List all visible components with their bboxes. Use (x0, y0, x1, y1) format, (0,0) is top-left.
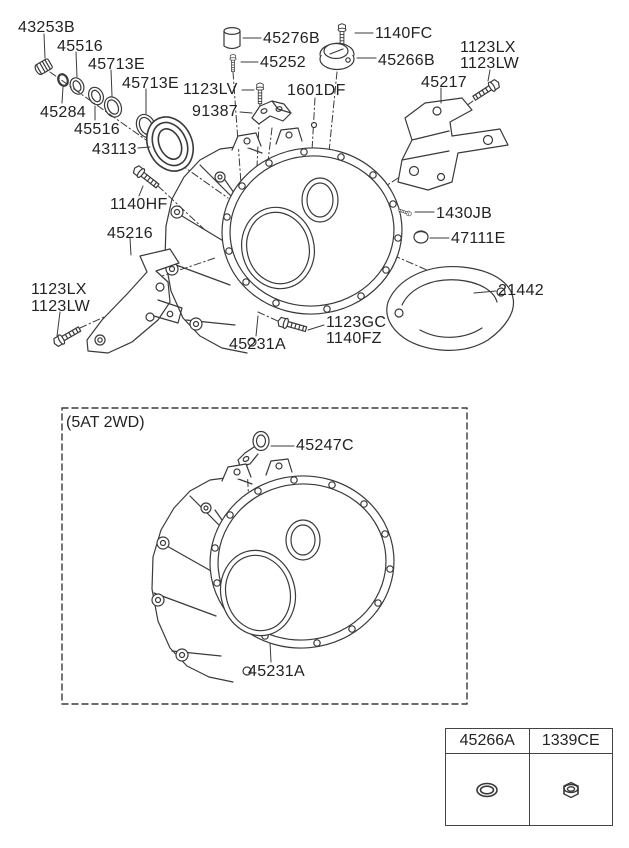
part-label-21442: 21442 (498, 282, 544, 299)
flange-bolt-holes (223, 148, 402, 313)
part-45516-ring-2-drawing (88, 86, 104, 106)
table-column-45266A: 45266A (446, 729, 529, 825)
part-label-45231A-inset: 45231A (248, 663, 305, 680)
table-header-45266A: 45266A (446, 729, 529, 754)
part-label-1123LW-right: 1123LW (460, 55, 520, 72)
part-label-1140FC: 1140FC (375, 25, 433, 42)
part-45217-bracket-drawing (397, 97, 509, 191)
part-label-47111E: 47111E (451, 230, 506, 247)
part-label-45216: 45216 (107, 225, 153, 242)
part-label-45516-1: 45516 (57, 38, 103, 55)
part-21442-shield-drawing (386, 266, 515, 351)
part-label-45247C: 45247C (296, 437, 354, 454)
part-1140HF-bolt-drawing (130, 163, 162, 191)
part-45216-bracket-drawing (86, 248, 183, 354)
part-label-43113: 43113 (92, 141, 137, 158)
part-label-43253B: 43253B (18, 19, 75, 36)
housing-inset-drawing (151, 458, 395, 683)
inset-caption-5at-2wd: (5AT 2WD) (66, 414, 145, 431)
part-1123LX-LW-left-bolt-drawing (51, 323, 83, 349)
part-label-1601DF: 1601DF (287, 82, 346, 99)
part-label-1123LX-right: 1123LX (460, 39, 516, 56)
part-label-1123GC: 1123GC (326, 314, 387, 331)
part-91387-bracket-drawing (251, 100, 292, 125)
part-45252-pin-drawing (229, 53, 237, 72)
part-1123LV-bolt-drawing (255, 82, 265, 105)
part-label-1140FZ: 1140FZ (326, 330, 382, 347)
part-1601DF-point (310, 121, 318, 129)
part-label-1430JB: 1430JB (436, 205, 493, 222)
part-label-45217: 45217 (421, 74, 467, 91)
part-label-1123LV: 1123LV (183, 81, 238, 98)
part-label-45252: 45252 (260, 54, 306, 71)
part-47111E-plug-drawing (413, 230, 429, 244)
part-label-1123LW-left: 1123LW (31, 298, 91, 315)
part-1123GC-1140FZ-bolt-drawing (276, 315, 309, 335)
part-label-1123LX-left: 1123LX (31, 281, 87, 298)
inset-box (61, 407, 468, 705)
o-ring-icon (476, 782, 499, 797)
part-45276B-cylinder-drawing (223, 27, 241, 50)
part-label-45284: 45284 (40, 104, 86, 121)
part-label-45276B: 45276B (263, 30, 320, 47)
table-cell-1339CE (530, 754, 613, 825)
part-45247C-bracket-drawing (237, 430, 270, 467)
part-label-1140HF: 1140HF (110, 196, 168, 213)
part-45284-ring-drawing (57, 73, 69, 87)
related-parts-table: 45266A 1339CE (445, 728, 613, 826)
part-43113-oil-seal-drawing (146, 116, 194, 172)
part-label-45713E-2: 45713E (122, 75, 179, 92)
part-45713E-snapring-1-drawing (103, 96, 123, 118)
table-header-1339CE: 1339CE (529, 729, 612, 754)
table-cell-45266A (446, 754, 529, 825)
part-1123LX-LW-right-bolt-drawing (470, 77, 502, 104)
part-label-45266B: 45266B (378, 52, 435, 69)
leader-lines (43, 32, 497, 663)
part-45266B-cap-drawing (319, 42, 355, 71)
part-label-45713E-1: 45713E (88, 56, 145, 73)
flange-nut-icon (563, 781, 579, 798)
part-45516-ring-1-drawing (69, 77, 85, 95)
part-label-91387: 91387 (192, 103, 238, 120)
table-column-1339CE: 1339CE (528, 729, 613, 825)
part-label-45231A-main: 45231A (229, 336, 286, 353)
part-43253B-plug-drawing (34, 58, 53, 76)
part-label-45516-2: 45516 (74, 121, 120, 138)
